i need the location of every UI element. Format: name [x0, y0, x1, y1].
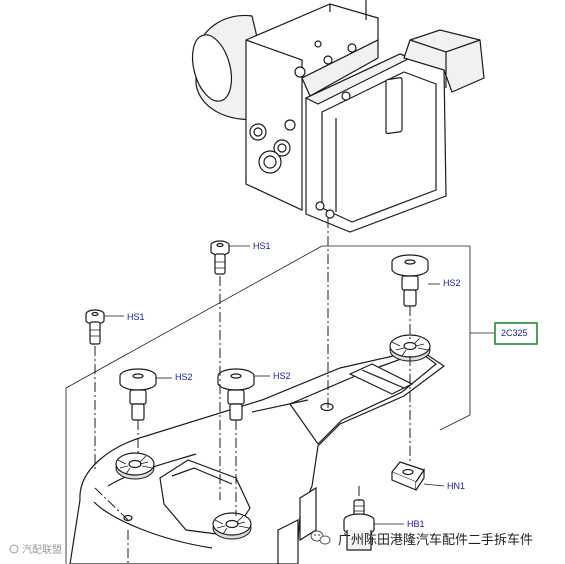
- hs2-stud-mid: [217, 368, 255, 421]
- label-hs2-right: HS2: [443, 278, 461, 288]
- label-hs1-left: HS1: [127, 312, 145, 322]
- hs2-stud-left: [119, 368, 157, 421]
- watermark-logo-text: 汽配联盟: [22, 543, 62, 556]
- reference-box[interactable]: 2C325: [494, 322, 538, 345]
- grommet-center: [212, 512, 252, 540]
- grommet-left: [115, 452, 155, 480]
- hs2-stud-right: [391, 254, 429, 307]
- wechat-icon: [310, 530, 331, 545]
- label-hs2-left: HS2: [175, 372, 193, 382]
- hn1-clip-nut: [391, 461, 425, 491]
- abs-modulator-unit: [191, 0, 485, 233]
- callout-leaders: [104, 245, 494, 525]
- hb1-bolt: [343, 499, 375, 551]
- hs1-stud-left: [85, 309, 105, 345]
- watermark-shop-text: 广州陈田港隆汽车配件二手拆车件: [338, 532, 533, 547]
- bracket-outline: [65, 245, 471, 564]
- label-hn1: HN1: [447, 481, 465, 491]
- watermark-shop: 广州陈田港隆汽车配件二手拆车件: [310, 530, 533, 547]
- label-hs1-top: HS1: [253, 241, 271, 251]
- label-hs2-mid: HS2: [273, 371, 291, 381]
- grommet-right: [389, 334, 431, 362]
- watermark-logo: 汽配联盟: [9, 543, 62, 556]
- reference-code[interactable]: 2C325: [501, 328, 528, 338]
- hs1-stud-top: [210, 240, 230, 275]
- reference-box-frame[interactable]: [494, 322, 538, 345]
- assembly-centerlines: [94, 218, 411, 564]
- mounting-bracket: [69, 349, 446, 564]
- label-hb1: HB1: [407, 519, 425, 529]
